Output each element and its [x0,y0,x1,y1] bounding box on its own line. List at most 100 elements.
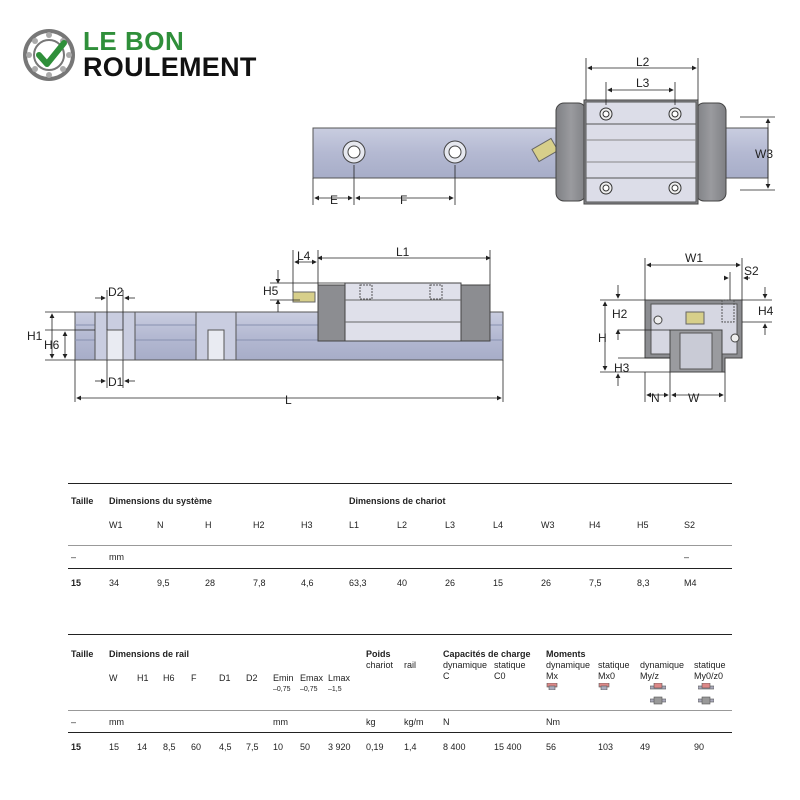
moment-mz-icon [650,696,666,705]
dim-L: L [285,393,292,407]
dim-L1: L1 [396,245,410,259]
t2-group-capacites: Capacités de charge [443,649,531,659]
t2-unit-mm1: mm [109,717,124,727]
t1-data-cell: 26 [445,578,456,588]
brand-line1: LE BON [83,26,185,56]
rail-hole [443,140,467,164]
moment-mx0-icon [598,683,610,690]
t1-header-cell: H4 [589,520,601,530]
t2-data-cell: 7,5 [246,742,259,752]
t2-data-cell: 90 [694,742,705,752]
t2-unit-Nm: Nm [546,717,560,727]
t1-header-cell: H [205,520,212,530]
technical-drawing: L2 L3 W3 E F [27,55,775,407]
t2-mom-dyn2: dynamique [640,660,685,670]
t1-group-system: Dimensions du système [109,496,213,506]
dim-F: F [400,193,407,207]
t2-data-cell: 3 920 [328,742,351,752]
t2-poids-rail: rail [404,660,417,670]
dim-H3: H3 [614,361,630,375]
bearing-check-icon [23,29,75,81]
t2-data-cell: 8,5 [163,742,176,752]
t1-header-cell: L2 [397,520,408,530]
t1-data-cell: 7,8 [253,578,266,588]
dim-W1: W1 [685,251,703,265]
t1-header-cell: L1 [349,520,360,530]
dim-L3: L3 [636,76,650,90]
moment-my0-icon [698,683,714,690]
side-grease-nipple [292,291,316,303]
carriage-end-right [695,102,727,202]
dim-H1: H1 [27,329,43,343]
t1-header-cell: L3 [445,520,456,530]
t2-cap-stat: statique [494,660,526,670]
t2-unit-kgm: kg/m [404,717,424,727]
dim-H4: H4 [758,304,774,318]
t2-data-cell: 56 [546,742,557,752]
t2-data-cell: 14 [137,742,148,752]
t1-header-cell: L4 [493,520,504,530]
t1-unit-last: – [684,552,690,562]
t2-tol-emin: –0,75 [273,686,291,693]
t2-header-cell: D2 [246,673,258,683]
t2-data-cell: 0,19 [366,742,384,752]
t2-data-cell: 15 [109,742,120,752]
rail-bore [195,311,237,361]
moment-mz0-icon [698,696,714,705]
dim-S2: S2 [744,264,759,278]
t2-mom-Mx0: Mx0 [598,671,616,681]
dim-H: H [598,331,607,345]
front-view: W1 S2 H2 H4 H H3 N W [598,251,774,405]
t1-header-cell: W3 [541,520,555,530]
t2-mom-stat2: statique [694,660,726,670]
t2-data-cell: 4,5 [219,742,232,752]
rail-hole [342,140,366,164]
t2-unit-N: N [443,717,450,727]
t1-data-cell: 28 [205,578,216,588]
t1-header-cell: S2 [684,520,696,530]
dim-E: E [330,193,338,207]
t1-data-cell: 15 [493,578,504,588]
t2-data-cell: 60 [191,742,202,752]
t1-header-cell: H3 [301,520,313,530]
t1-taille-header: Taille [71,496,94,506]
t2-data-cell: 15 400 [494,742,522,752]
t2-mom-Myz: My/z [640,671,659,681]
t1-unit-mm: mm [109,552,124,562]
t2-header-cell: H1 [137,673,149,683]
t2-poids-chariot: chariot [366,660,394,670]
t2-header-cell: Emax [300,673,324,683]
carriage-end-left [555,102,587,202]
side-view: L4 L1 H5 D2 D1 H1 H6 L [27,245,504,407]
moment-mx-icon [546,683,558,690]
brand-line2: ROULEMENT [83,52,257,82]
t2-taille-header: Taille [71,649,94,659]
grease-nipple [531,137,559,163]
t2-mom-Myz0: My0/z0 [694,671,724,681]
dim-D2: D2 [108,285,124,299]
t2-row-size: 15 [71,742,82,752]
t2-tol-emax: –0,75 [300,686,318,693]
dim-W3: W3 [755,147,773,161]
t1-data-cell: 4,6 [301,578,314,588]
t1-data-cell: 40 [397,578,408,588]
t1-header-cell: H5 [637,520,649,530]
dim-L2: L2 [636,55,650,69]
t2-data-cell: 50 [300,742,311,752]
moment-my-icon [650,683,666,690]
t1-data-cell: 63,3 [349,578,367,588]
t2-mom-Mx: Mx [546,671,558,681]
t2-group-poids: Poids [366,649,391,659]
dim-N: N [651,391,660,405]
top-view: L2 L3 W3 E F [312,55,775,207]
t2-header-cell: W [109,673,118,683]
rail-bore [94,311,136,361]
t1-data-cell: 7,5 [589,578,602,588]
t2-unit-dash: – [71,717,77,727]
t1-unit-dash: – [71,552,77,562]
t1-header-cell: N [157,520,164,530]
t2-header-cell: Emin [273,673,294,683]
t2-unit-mm2: mm [273,717,288,727]
t1-data-cell: 9,5 [157,578,170,588]
t2-mom-dyn1: dynamique [546,660,591,670]
